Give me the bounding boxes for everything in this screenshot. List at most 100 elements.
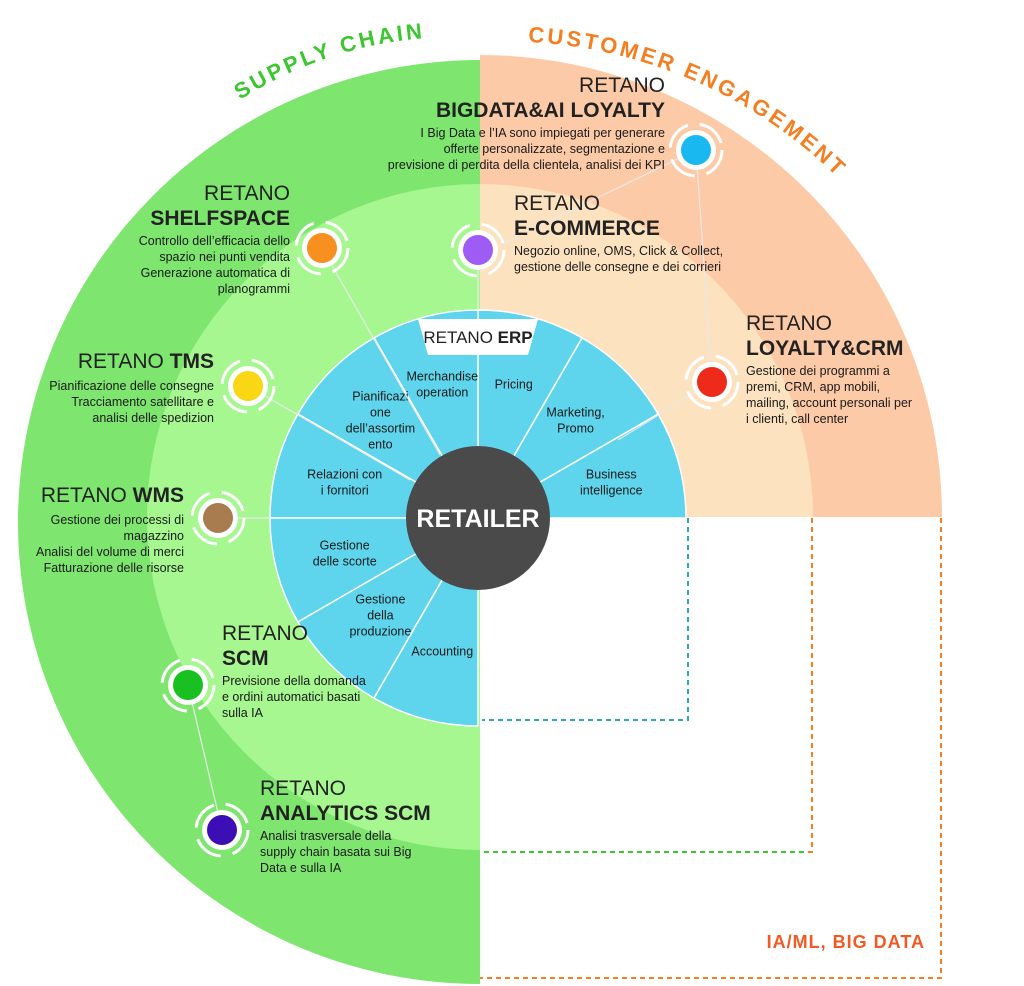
module-description-line: Analisi trasversale della — [260, 829, 391, 843]
module-description-line: Data e sulla IA — [260, 861, 342, 875]
connection-lines — [187, 149, 713, 831]
erp-segment-label-line: Accounting — [411, 644, 473, 658]
erp-title-tab: RETANO ERP — [418, 319, 538, 355]
module-name: SHELFSPACE — [150, 207, 290, 230]
module-name: WMS — [133, 484, 184, 507]
node-core — [173, 670, 203, 700]
module-description-line: Pianificazione delle consegne — [49, 379, 214, 393]
module-brand: RETANO — [78, 350, 164, 373]
erp-segment-label: Pricing — [495, 378, 533, 392]
module-description-line: I Big Data e l’IA sono impiegati per gen… — [420, 126, 665, 140]
dashed-connector-loyalty — [808, 518, 813, 853]
module-description-line: gestione delle consegne e dei corrieri — [514, 260, 721, 274]
module-name: E-COMMERCE — [514, 217, 660, 240]
module-description-line: Negozio online, OMS, Click & Collect, — [514, 244, 723, 258]
connection-line — [499, 149, 697, 246]
connection-line — [187, 684, 223, 831]
module-description-line: Gestione dei processi di — [51, 513, 184, 527]
erp-segment-label-line: Merchandise — [407, 370, 479, 384]
module-description-line: Fatturazione delle risorse — [44, 561, 184, 575]
module-brand: RETANO — [579, 74, 665, 97]
module-description-line: spazio nei punti vendita — [159, 250, 290, 264]
erp-segment-label: Accounting — [411, 644, 473, 658]
module-name: LOYALTY&CRM — [746, 337, 904, 360]
module-description-line: Generazione automatica di — [141, 266, 290, 280]
module-description-line: Controllo dell’efficacia dello — [139, 234, 290, 248]
module-brand: RETANO — [746, 312, 832, 335]
erp-segment-label-line: i fornitori — [321, 483, 369, 497]
dashed-connector-erp — [482, 518, 689, 721]
connection-line — [695, 149, 713, 383]
purple-node-icon[interactable] — [194, 802, 250, 858]
erp-segment-label-line: Pianificazi — [352, 389, 408, 403]
erp-segment-label-line: ento — [368, 437, 392, 451]
module-description-line: analisi delle spedizion — [92, 411, 214, 425]
node-core — [697, 367, 727, 397]
brown-node-icon[interactable] — [190, 490, 246, 546]
ia-big-data-title: IA/ML, BIG DATA — [767, 932, 925, 952]
module-wms: RETANO WMS Gestione dei processi di magazz… — [36, 484, 184, 575]
node-core — [307, 233, 337, 263]
erp-segment-label: Marketing, Promo — [546, 405, 604, 435]
node-core — [233, 371, 263, 401]
module-tms: RETANO TMS Pianificazione delle consegneT… — [49, 350, 214, 425]
node-ring-outer — [190, 490, 246, 546]
erp-segment-label-line: Business — [586, 467, 637, 481]
node-ring-outer — [194, 802, 250, 858]
module-brand: RETANO — [222, 622, 308, 645]
erp-segment-label-line: dell’assortim — [346, 421, 415, 435]
yellow-node-icon[interactable] — [220, 358, 276, 414]
retailer-label: RETAILER — [416, 505, 539, 533]
blue-node-icon[interactable] — [668, 122, 724, 178]
module-description-line: Tracciamento satellitare e — [71, 395, 214, 409]
erp-segment-label-line: Relazioni con — [307, 467, 382, 481]
orange-node-icon[interactable] — [294, 220, 350, 276]
module-brand: RETANO — [204, 182, 290, 205]
erp-segment-label-line: Pricing — [495, 378, 533, 392]
erp-title: RETANO ERP — [423, 328, 532, 347]
module-name: SCM — [222, 647, 269, 670]
node-ring-outer — [160, 657, 216, 713]
green-node-icon[interactable] — [160, 657, 216, 713]
module-description-line: supply chain basata sui Big — [260, 845, 412, 859]
module-name: ANALYTICS SCM — [260, 802, 431, 825]
erp-segment-label-line: Marketing, — [546, 405, 604, 419]
module-description-line: premi, CRM, app mobili, — [746, 380, 880, 394]
node-core — [203, 503, 233, 533]
module-title: RETANO TMS — [78, 350, 214, 373]
module-title: RETANO WMS — [41, 484, 184, 507]
violet-node-icon[interactable] — [450, 222, 506, 278]
module-description-line: sulla IA — [222, 706, 264, 720]
module-brand: RETANO — [260, 777, 346, 800]
module-description-line: offerte personalizzate, segmentazione e — [444, 142, 665, 156]
connection-line — [321, 247, 441, 456]
module-nodes — [160, 122, 740, 858]
module-description-line: Analisi del volume di merci — [36, 545, 184, 559]
red-node-icon[interactable] — [684, 354, 740, 410]
module-description-line: planogrammi — [218, 282, 290, 296]
erp-segment-label: Pianificazi one dell’assortim ento — [346, 389, 415, 451]
erp-segment-label-line: della — [367, 609, 393, 623]
module-description-line: magazzino — [124, 529, 184, 543]
erp-title-tab-shape — [418, 319, 538, 355]
module-name: BIGDATA&AI LOYALTY — [436, 99, 665, 122]
module-description-line: mailing, account personali per — [746, 396, 912, 410]
center-hub: RETAILER — [406, 446, 550, 590]
node-ring-outer — [294, 220, 350, 276]
erp-segment-label-line: one — [370, 405, 391, 419]
connection-line — [247, 385, 411, 481]
erp-segment-label-line: produzione — [349, 625, 411, 639]
erp-segment-label-line: Promo — [557, 421, 594, 435]
module-description-line: Previsione della domanda — [222, 674, 366, 688]
erp-segment-label-line: Gestione — [320, 539, 370, 553]
node-ring-outer — [450, 222, 506, 278]
